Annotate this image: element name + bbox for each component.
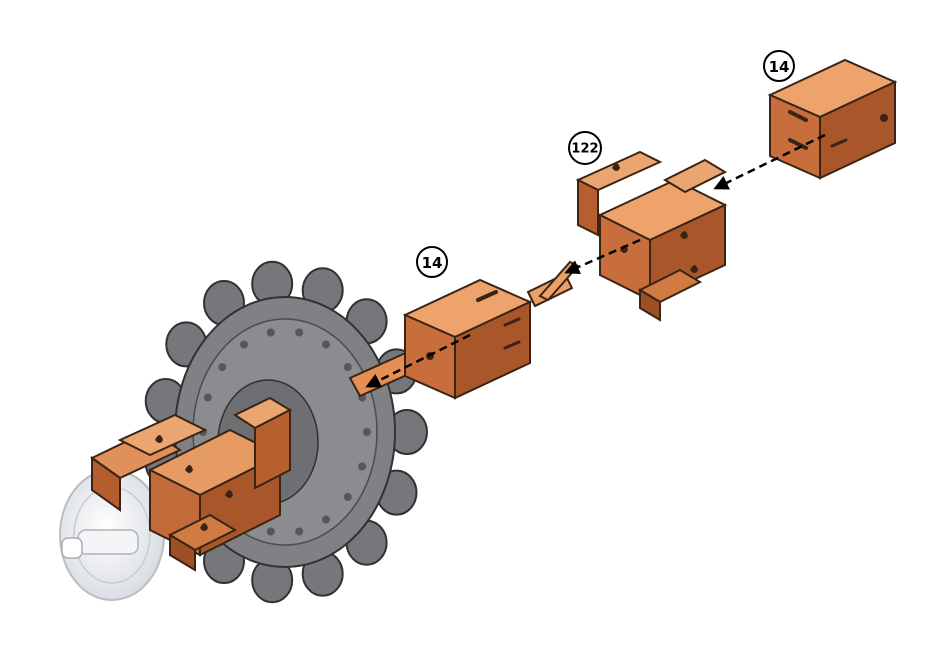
- gear-hole: [344, 493, 352, 501]
- gear-hole: [267, 329, 275, 337]
- gear-hole: [204, 394, 212, 402]
- gear-hole: [267, 528, 275, 536]
- callout-label: 122: [571, 142, 598, 157]
- gear-hole: [295, 528, 303, 536]
- gear-hole: [322, 341, 330, 349]
- cross-connector-122: [578, 152, 725, 320]
- gear-hole: [344, 363, 352, 371]
- block-14-near: [405, 262, 578, 398]
- callout-label: 14: [769, 58, 790, 76]
- callout-part-122: 122: [569, 132, 601, 164]
- gear-hole: [363, 428, 371, 436]
- gear-hole: [358, 463, 366, 471]
- gear-hole: [295, 329, 303, 337]
- gear-hole: [240, 341, 248, 349]
- callout-label: 14: [422, 254, 443, 272]
- callout-part-14-far: 14: [764, 51, 794, 81]
- callout-part-14-near: 14: [417, 247, 447, 277]
- gear-hole: [322, 516, 330, 524]
- gear-hole: [218, 363, 226, 371]
